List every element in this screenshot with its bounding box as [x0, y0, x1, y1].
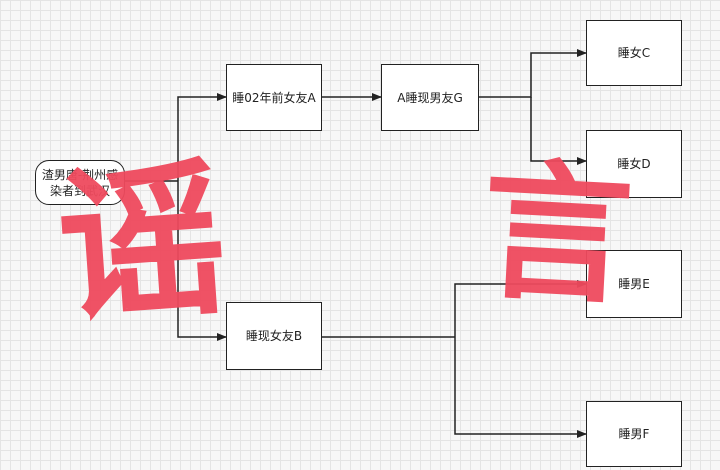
node-gf-b[interactable]: 睡现女友B — [226, 302, 322, 370]
edge-bf-g-to-f-c — [479, 49, 587, 98]
node-f-c-label: 睡女C — [617, 46, 651, 60]
node-gf-a[interactable]: 睡02年前女友A — [226, 64, 322, 131]
node-m-e-label: 睡男E — [618, 277, 650, 291]
node-m-f[interactable]: 睡男F — [586, 401, 682, 467]
node-bf-g-label: A睡现男友G — [397, 90, 463, 105]
node-start-label: 渣男唐-荆州感染者到武汉 — [41, 167, 119, 198]
node-f-c[interactable]: 睡女C — [586, 20, 682, 86]
node-gf-b-label: 睡现女友B — [245, 329, 303, 343]
overlay-char-rumor-1: 谣 — [51, 140, 233, 348]
node-m-f-label: 睡男F — [618, 427, 650, 441]
node-start[interactable]: 渣男唐-荆州感染者到武汉 — [35, 160, 125, 205]
node-f-d-label: 睡女D — [617, 157, 651, 171]
edge-gf-b-to-m-f — [454, 337, 587, 438]
edge-bf-g-to-f-d — [530, 97, 587, 165]
edge-start-to-gf-b — [177, 181, 227, 341]
node-gf-a-label: 睡02年前女友A — [232, 90, 316, 105]
node-bf-g[interactable]: A睡现男友G — [381, 64, 479, 131]
edge-gf-b-to-m-e — [454, 280, 587, 337]
edge-start-to-gf-a — [177, 93, 227, 181]
overlay-char-rumor-2: 言 — [477, 144, 637, 326]
node-m-e[interactable]: 睡男E — [586, 250, 682, 318]
node-f-d[interactable]: 睡女D — [586, 130, 682, 198]
